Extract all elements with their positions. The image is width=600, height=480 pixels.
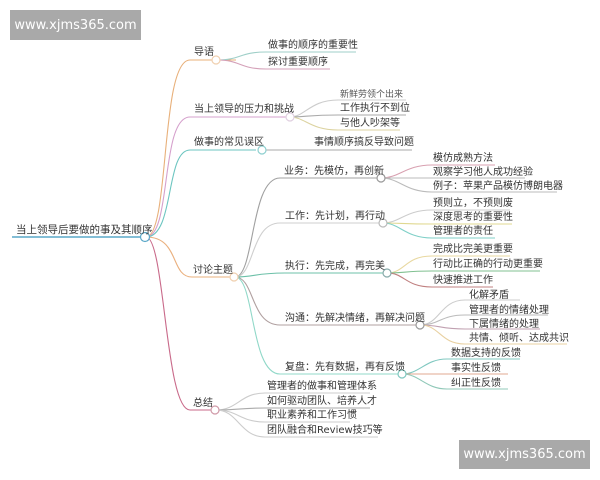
- leaf-review-1: 数据支持的反馈: [451, 348, 521, 359]
- leaf-summary-3: 职业素养和工作习惯: [267, 410, 357, 421]
- watermark-bottom: www.xjms365.com: [459, 440, 590, 469]
- leaf-intro-1: 做事的顺序的重要性: [268, 40, 358, 51]
- topic-communication: 沟通：先解决情绪，再解决问题: [285, 313, 425, 324]
- leaf-pressure-3: 与他人吵架等: [340, 118, 400, 129]
- leaf-execution-1: 完成比完美更重要: [433, 244, 513, 255]
- leaf-communication-4: 共情、倾听、达成共识: [469, 333, 569, 344]
- leaf-summary-2: 如何驱动团队、培养人才: [267, 396, 377, 407]
- leaf-communication-3: 下属情绪的处理: [469, 319, 539, 330]
- leaf-work-2: 深度思考的重要性: [433, 212, 513, 223]
- branch-mistakes: 做事的常见误区: [194, 137, 264, 148]
- branch-intro: 导语: [194, 47, 214, 58]
- topic-execution: 执行：先完成，再完美: [285, 261, 385, 272]
- leaf-work-3: 管理者的责任: [433, 226, 493, 237]
- leaf-review-2: 事实性反馈: [451, 363, 501, 374]
- branch-summary: 总结: [193, 398, 213, 409]
- topic-review: 复盘：先有数据，再有反馈: [285, 362, 405, 373]
- watermark-top: www.xjms365.com: [10, 10, 141, 40]
- topic-work: 工作：先计划，再行动: [285, 211, 385, 222]
- branch-topics: 讨论主题: [193, 265, 233, 276]
- leaf-business-3: 例子：苹果产品模仿博朗电器: [433, 181, 563, 192]
- leaf-review-3: 纠正性反馈: [451, 378, 501, 389]
- leaf-intro-2: 探讨重要顺序: [268, 57, 328, 68]
- leaf-pressure-2: 工作执行不到位: [340, 103, 410, 114]
- mindmap-root: 当上领导后要做的事及其顺序: [16, 224, 153, 236]
- leaf-communication-2: 管理者的情绪处理: [469, 305, 549, 316]
- leaf-execution-3: 快速推进工作: [433, 275, 493, 286]
- leaf-summary-1: 管理者的做事和管理体系: [267, 381, 377, 392]
- branch-pressure: 当上领导的压力和挑战: [194, 104, 294, 115]
- topic-business: 业务：先模仿，再创新: [284, 166, 384, 177]
- leaf-execution-2: 行动比正确的行动更重要: [433, 259, 543, 270]
- leaf-communication-1: 化解矛盾: [469, 290, 509, 301]
- leaf-business-2: 观察学习他人成功经验: [433, 167, 533, 178]
- leaf-pressure-1: 新鲜劳领个出来: [340, 90, 404, 100]
- leaf-summary-4: 团队融合和Review技巧等: [267, 425, 383, 436]
- leaf-work-1: 预则立，不预则废: [433, 198, 513, 209]
- leaf-mistakes-1: 事情顺序搞反导致问题: [314, 137, 414, 148]
- leaf-business-1: 模仿成熟方法: [433, 153, 493, 164]
